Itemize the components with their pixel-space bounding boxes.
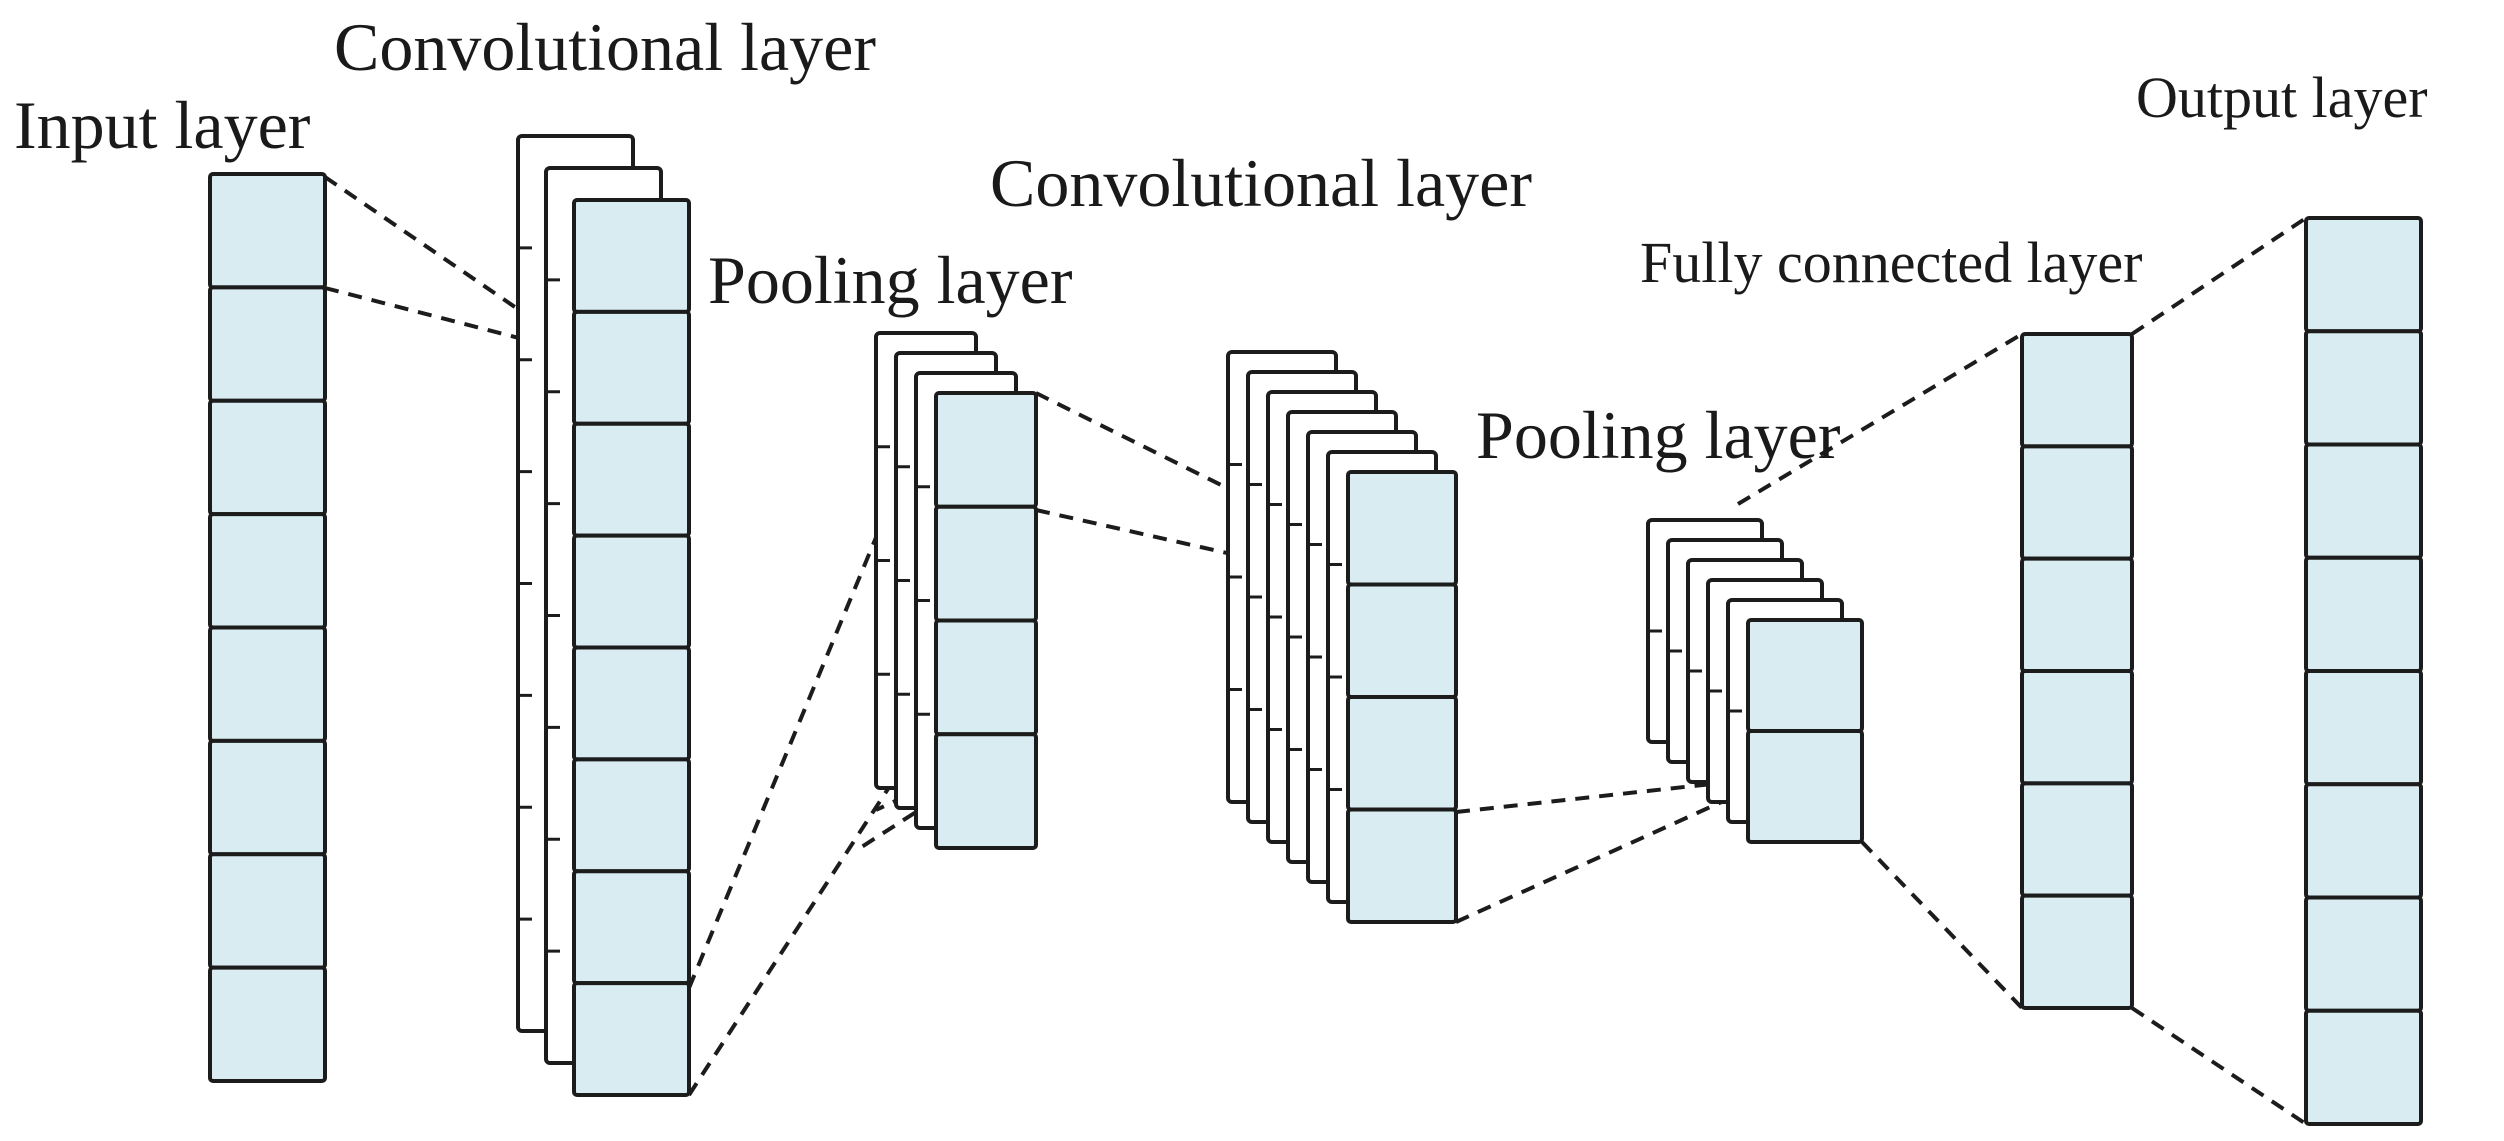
- label-fully-connected-layer: Fully connected layer: [1640, 230, 2143, 295]
- label-pooling-layer-1: Pooling layer: [708, 242, 1073, 318]
- convolutional-layer-1: [516, 134, 691, 1097]
- convolutional-layer-1-neuron: [572, 309, 691, 426]
- output-layer-neuron: [2304, 442, 2423, 560]
- pooling-layer-2-neuron: [1746, 729, 1864, 844]
- pooling-layer-1-neuron: [934, 391, 1038, 509]
- label-input-layer: Input layer: [14, 87, 311, 163]
- dashed-connector: [687, 713, 938, 1097]
- dashed-connector: [1736, 332, 2024, 506]
- output-layer-neuron: [2304, 895, 2423, 1013]
- input-layer-neuron: [208, 172, 327, 290]
- fully-connected-layer-neuron: [2020, 781, 2134, 898]
- dashed-connector: [1455, 788, 1749, 924]
- convolutional-layer-2-neuron: [1346, 695, 1458, 812]
- label-output-layer: Output layer: [2136, 65, 2428, 130]
- convolutional-layer-1-neuron: [572, 757, 691, 874]
- label-pooling-layer-2: Pooling layer: [1476, 397, 1841, 473]
- input-layer-neuron: [208, 738, 327, 857]
- fully-connected-layer: [2020, 332, 2134, 1011]
- pooling-layer-1-neuron: [934, 732, 1038, 850]
- output-layer-neuron: [2304, 216, 2423, 334]
- input-layer-neuron: [208, 285, 327, 403]
- output-layer-neuron: [2304, 669, 2423, 787]
- dashed-connector: [1455, 778, 1749, 814]
- convolutional-layer-1-neuron: [572, 981, 691, 1097]
- input-layer-neuron: [208, 625, 327, 743]
- dashed-connector: [2130, 216, 2308, 336]
- output-layer: [2304, 216, 2423, 1126]
- convolutional-layer-1-neuron: [572, 198, 691, 314]
- convolutional-layer-1-neuron: [572, 421, 691, 538]
- input-layer-neuron: [208, 512, 327, 630]
- convolutional-layer-2: [1226, 350, 1458, 924]
- input-layer-neuron: [208, 965, 327, 1083]
- convolutional-layer-1-neuron: [572, 533, 691, 650]
- fully-connected-layer-neuron: [2020, 893, 2134, 1011]
- network-layers: [208, 134, 2423, 1126]
- pooling-layer-2: [1646, 518, 1864, 844]
- convolutional-layer-1-neuron: [572, 645, 691, 762]
- pooling-layer-1: [874, 331, 1038, 850]
- dashed-connector: [323, 175, 606, 370]
- fully-connected-layer-neuron: [2020, 669, 2134, 786]
- label-convolutional-layer-2: Convolutional layer: [990, 145, 1532, 221]
- fully-connected-layer-neuron: [2020, 444, 2134, 561]
- fully-connected-layer-neuron: [2020, 556, 2134, 674]
- input-layer-neuron: [208, 398, 327, 517]
- output-layer-neuron: [2304, 1008, 2423, 1126]
- pooling-layer-2-neuron: [1746, 618, 1864, 733]
- convolutional-layer-1-neuron: [572, 869, 691, 986]
- output-layer-neuron: [2304, 329, 2423, 447]
- label-convolutional-layer-1: Convolutional layer: [334, 9, 876, 85]
- fully-connected-layer-neuron: [2020, 332, 2134, 449]
- input-layer: [208, 172, 327, 1083]
- output-layer-neuron: [2304, 782, 2423, 900]
- dashed-connector: [1860, 840, 2024, 1010]
- pooling-layer-1-neuron: [934, 618, 1038, 737]
- input-layer-neuron: [208, 852, 327, 970]
- convolutional-layer-2-neuron: [1346, 470, 1458, 587]
- convolutional-layer-2-neuron: [1346, 807, 1458, 924]
- pooling-layer-1-neuron: [934, 504, 1038, 623]
- output-layer-neuron: [2304, 555, 2423, 673]
- dashed-connector: [324, 286, 543, 346]
- dashed-connector: [2130, 1006, 2308, 1126]
- dashed-connector: [1035, 391, 1389, 570]
- convolutional-layer-2-neuron: [1346, 582, 1458, 699]
